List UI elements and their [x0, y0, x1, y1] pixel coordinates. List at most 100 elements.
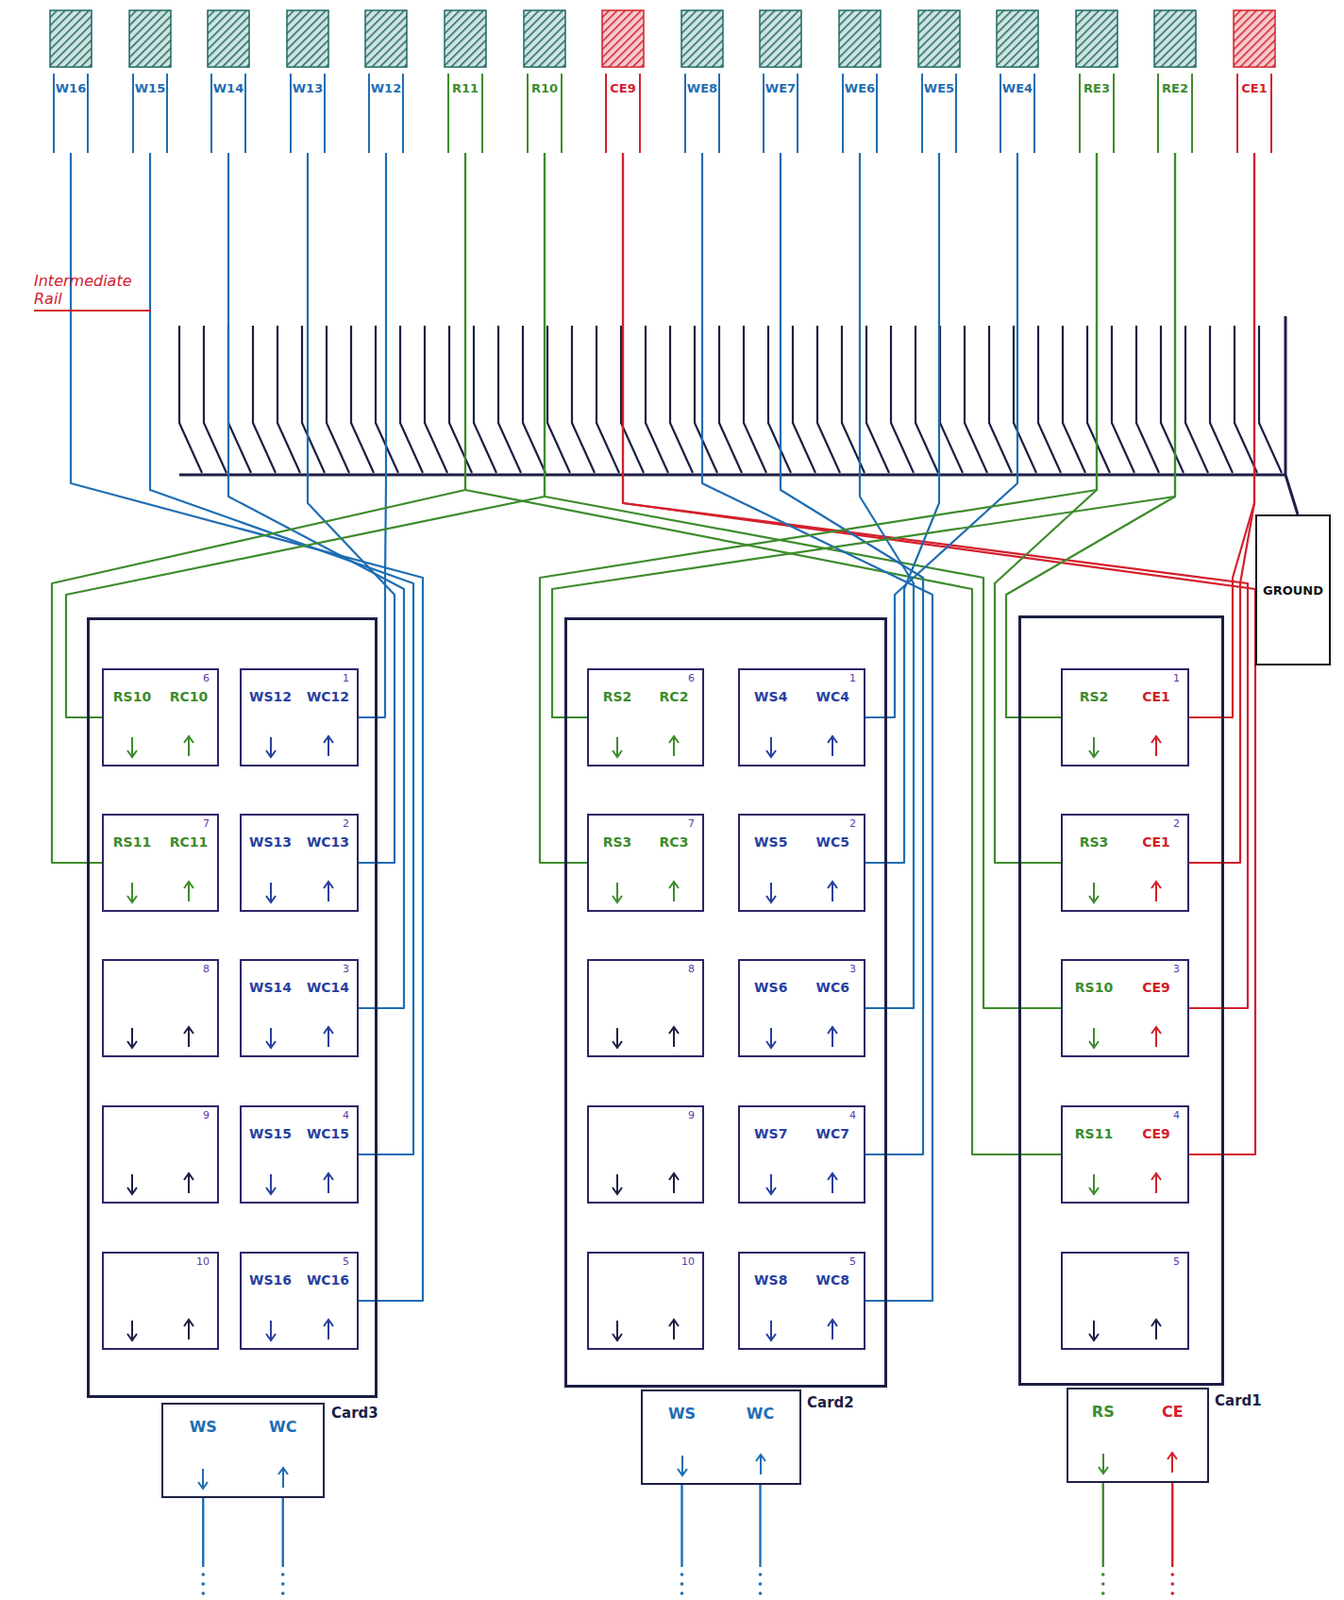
down-arrow [611, 1317, 623, 1343]
connector-label: WC [268, 1417, 297, 1436]
up-arrow [322, 734, 335, 759]
terminal-label: W13 [292, 81, 323, 153]
terminal-label: R11 [452, 81, 479, 153]
down-arrow [611, 1171, 623, 1196]
contact-label: WS13 [249, 834, 292, 850]
contact-label: CE1 [1142, 688, 1171, 705]
contact-label: CE9 [1142, 1125, 1171, 1142]
down-arrow [611, 879, 623, 905]
down-arrow [765, 1171, 777, 1196]
terminal-cap [758, 9, 803, 68]
rail-pin [473, 325, 497, 473]
contact-label: WC5 [816, 834, 850, 850]
terminal-cap [285, 9, 330, 68]
contact-label: RS11 [1075, 1125, 1113, 1142]
down-arrow [1097, 1450, 1109, 1476]
slot-number: 4 [849, 1108, 857, 1122]
continuation-dot [1101, 1591, 1106, 1596]
contact-label: WC4 [816, 688, 850, 705]
ground-box: GROUND [1255, 514, 1331, 666]
wire [865, 152, 940, 863]
rail-pin [1209, 325, 1233, 473]
wire [1006, 152, 1176, 718]
slot-number: 5 [1173, 1255, 1180, 1268]
rail-pin [179, 325, 202, 473]
slot-column [588, 1272, 646, 1343]
slot-column: WS12 [241, 688, 300, 759]
contact-label: RS10 [1075, 979, 1113, 995]
rail-pin [522, 325, 546, 473]
connector-label: WS [189, 1417, 218, 1436]
wire [358, 152, 387, 718]
slot-column [1125, 1272, 1188, 1343]
slot-column: CE1 [1125, 688, 1188, 759]
up-arrow [183, 1171, 195, 1196]
slot-column: WC12 [299, 688, 357, 759]
wire [780, 152, 924, 1155]
rail-pin [228, 325, 252, 473]
slot-number: 8 [688, 962, 695, 975]
slot-number: 3 [1173, 962, 1180, 975]
terminal-block: WE8 [680, 9, 724, 153]
relay-slot: 7RS11RC11 [101, 813, 219, 912]
rail-pin [743, 325, 767, 473]
rail-pin [890, 325, 914, 473]
connector-label: RS [1092, 1402, 1115, 1421]
wire [51, 152, 466, 863]
rail-pin [326, 325, 350, 473]
terminal-label: WE7 [765, 81, 796, 153]
continuation-dot [680, 1572, 685, 1577]
continuation-dot [758, 1572, 763, 1577]
lead-wire [201, 1497, 204, 1567]
down-arrow [611, 1024, 623, 1050]
lead-wire [680, 1484, 683, 1567]
slot-number: 7 [688, 817, 695, 830]
relay-card: Card11RS2CE12RS3CE13RS10CE94RS11CE95 [1018, 615, 1225, 1386]
down-arrow [1088, 734, 1100, 759]
contact-label: RS10 [113, 688, 152, 705]
wire [702, 152, 933, 1301]
down-arrow [1088, 879, 1100, 905]
terminal-cap [995, 9, 1040, 68]
relay-slot: 1RS2CE1 [1060, 668, 1190, 767]
slot-number: 3 [849, 962, 857, 975]
relay-slot: 4WS7WC7 [738, 1105, 866, 1204]
continuation-dot [201, 1581, 205, 1586]
terminal-label: WE5 [924, 81, 955, 153]
slot-column [588, 979, 646, 1050]
relay-slot: 3WS6WC6 [738, 958, 866, 1058]
rail-pin [866, 325, 890, 473]
relay-slot: 5WS8WC8 [738, 1251, 866, 1350]
up-arrow [826, 1024, 839, 1050]
up-arrow [1150, 879, 1162, 905]
slot-column: RS10 [103, 688, 161, 759]
rail-pin [694, 325, 718, 473]
slot-column: WS16 [241, 1272, 300, 1343]
slot-number: 5 [342, 1255, 350, 1268]
slot-column: WS14 [241, 979, 300, 1050]
contact-label: RS11 [113, 834, 152, 850]
relay-slot: 9 [101, 1105, 219, 1204]
connector-label: WS [668, 1404, 696, 1423]
terminal-sleeve: W15 [132, 73, 168, 153]
rail-pin [621, 325, 644, 473]
up-arrow [1150, 734, 1162, 759]
slot-column [103, 1272, 161, 1343]
lead-wire [1171, 1482, 1174, 1567]
down-arrow [265, 1024, 277, 1050]
lead-wire [758, 1484, 761, 1567]
slot-column [645, 1125, 703, 1196]
terminal-sleeve: WE4 [999, 73, 1036, 153]
relay-slot: 1WS4WC4 [738, 668, 866, 767]
slot-column [160, 1272, 218, 1343]
terminal-label: W15 [134, 81, 166, 153]
contact-label: RS2 [603, 688, 633, 705]
rail-pin [1185, 325, 1209, 473]
terminal-cap [128, 9, 172, 68]
slot-column [588, 1125, 646, 1196]
rail-pin [1087, 325, 1110, 473]
terminal-block: WE7 [758, 9, 803, 153]
rail-pin [1111, 325, 1135, 473]
